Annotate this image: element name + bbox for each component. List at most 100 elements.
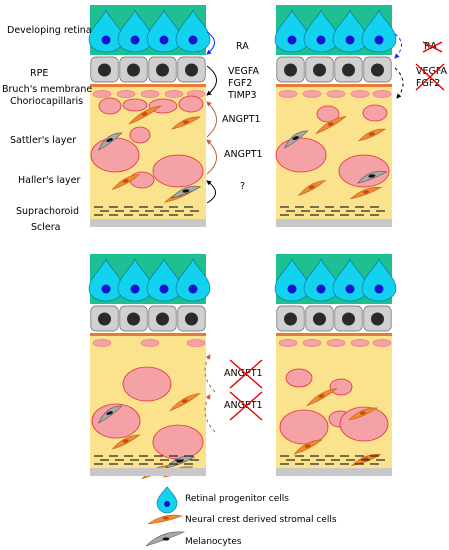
choroid-stroma: [276, 336, 392, 468]
stromal-cell: [306, 387, 338, 407]
progenitor-cell: [146, 258, 182, 302]
progenitor-nucleus: [287, 284, 297, 294]
blood-vessel: [129, 171, 155, 189]
label-sclera: Sclera: [31, 222, 60, 233]
melanocyte-nucleus: [368, 174, 376, 178]
rpe-layer: [90, 305, 206, 332]
rpe-nucleus: [156, 63, 169, 77]
unknown-signal-arrow: [206, 180, 216, 204]
sclera-layer: [276, 219, 392, 227]
angpt1-arrow-lower-dashed: [204, 394, 216, 433]
panel-retina-disrupted: [274, 5, 397, 227]
panel-combined: [274, 254, 397, 476]
stromal-cell-nucleus: [327, 122, 334, 126]
stromal-cell: [358, 128, 386, 142]
bruchs-membrane: [276, 84, 392, 87]
signal-angpt1-lower-knockout: ANGPT1: [224, 400, 263, 411]
progenitor-cell: [332, 9, 368, 53]
choriocapillaris-vessel: [140, 339, 160, 347]
blood-vessel: [329, 378, 353, 396]
melanocyte: [283, 130, 309, 149]
stromal-cell: [111, 434, 141, 450]
angpt1-arrow-upper-dashed: [204, 354, 216, 393]
rpe-nucleus: [98, 312, 111, 326]
rpe-layer: [90, 56, 206, 83]
progenitor-cell: [303, 9, 339, 53]
rpe-nucleus: [284, 63, 297, 77]
stromal-cell-nucleus: [182, 120, 189, 124]
ra-arrow: [206, 31, 215, 55]
choriocapillaris-vessel: [186, 339, 206, 347]
blood-vessel: [122, 98, 148, 112]
melanocyte: [97, 405, 123, 424]
label-suprachoroid: Suprachoroid: [16, 206, 79, 217]
angpt1-upper-cross-b: [229, 359, 263, 389]
progenitor-cell: [146, 9, 182, 53]
signal-timp3: TIMP3: [227, 90, 257, 101]
legend-melanocyte-label: Melanocytes: [185, 537, 242, 547]
bruchs-membrane: [90, 84, 206, 87]
stromal-cell: [169, 392, 201, 412]
progenitor-nucleus: [374, 284, 384, 294]
blood-vessel: [279, 409, 329, 445]
blood-vessel: [98, 97, 122, 115]
panel-stroma-disrupted: [88, 254, 211, 480]
label-bruchs-membrane: Bruch's membrane: [2, 84, 92, 95]
choriocapillaris-vessel: [140, 90, 160, 98]
melanocyte-nucleus: [106, 411, 113, 416]
choriocapillaris-vessel: [326, 339, 346, 347]
stromal-cell: [171, 116, 201, 130]
progenitor-cell: [175, 9, 211, 53]
choriocapillaris-vessel: [92, 90, 112, 98]
ra-cross-line-b: [422, 41, 443, 53]
rpe-layer: [276, 305, 392, 332]
vegfa-cross-line-b: [415, 63, 445, 91]
progenitor-nucleus: [130, 35, 140, 45]
rpe-nucleus: [98, 63, 111, 77]
blood-vessel: [152, 424, 204, 460]
melanocyte-nucleus: [182, 189, 190, 193]
progenitor-cell: [274, 9, 310, 53]
signal-unknown: ?: [240, 181, 245, 192]
rpe-nucleus: [185, 312, 198, 326]
progenitor-nucleus: [101, 35, 111, 45]
choriocapillaris-vessel: [92, 339, 112, 347]
choriocapillaris-vessel: [350, 339, 370, 347]
progenitor-nucleus: [101, 284, 111, 294]
stromal-cell: [111, 174, 141, 191]
choriocapillaris-vessel: [326, 90, 346, 98]
choriocapillaris-vessel: [278, 90, 298, 98]
rpe-nucleus: [342, 63, 355, 77]
blood-vessel: [122, 366, 172, 402]
progenitor-cell: [274, 258, 310, 302]
stromal-cell: [349, 186, 383, 200]
layer-labels: Developing retina RPE Bruch's membrane C…: [2, 25, 92, 233]
label-choriocapillaris: Choriocapillaris: [10, 96, 83, 107]
progenitor-nucleus: [188, 35, 198, 45]
rpe-nucleus: [371, 312, 384, 326]
progenitor-cell: [361, 9, 397, 53]
blood-vessel: [178, 95, 204, 113]
signal-angpt1-upper: ANGPT1: [222, 114, 261, 125]
suprachoroid-layer: [280, 455, 385, 465]
stromal-cell-nucleus: [181, 399, 188, 403]
signal-fgf2: FGF2: [228, 78, 252, 89]
blood-vessel: [338, 154, 390, 188]
legend-progenitor-icon: [156, 486, 178, 514]
blood-vessel: [362, 104, 388, 122]
suprachoroid-layer: [280, 206, 385, 216]
rpe-arrow-dashed: [394, 67, 404, 99]
progenitor-nucleus: [130, 284, 140, 294]
progenitor-cell: [88, 258, 124, 302]
rpe-nucleus: [156, 312, 169, 326]
sclera-layer: [90, 468, 206, 476]
rpe-layer: [276, 56, 392, 83]
stromal-cell-nucleus: [304, 444, 311, 448]
progenitor-nucleus: [316, 35, 326, 45]
rpe-nucleus: [371, 63, 384, 77]
sclera-layer: [90, 219, 206, 227]
legend-stromal-label: Neural crest derived stromal cells: [185, 515, 337, 525]
blood-vessel: [91, 403, 141, 439]
rpe-nucleus: [313, 312, 326, 326]
stromal-cell-nucleus: [362, 190, 369, 194]
